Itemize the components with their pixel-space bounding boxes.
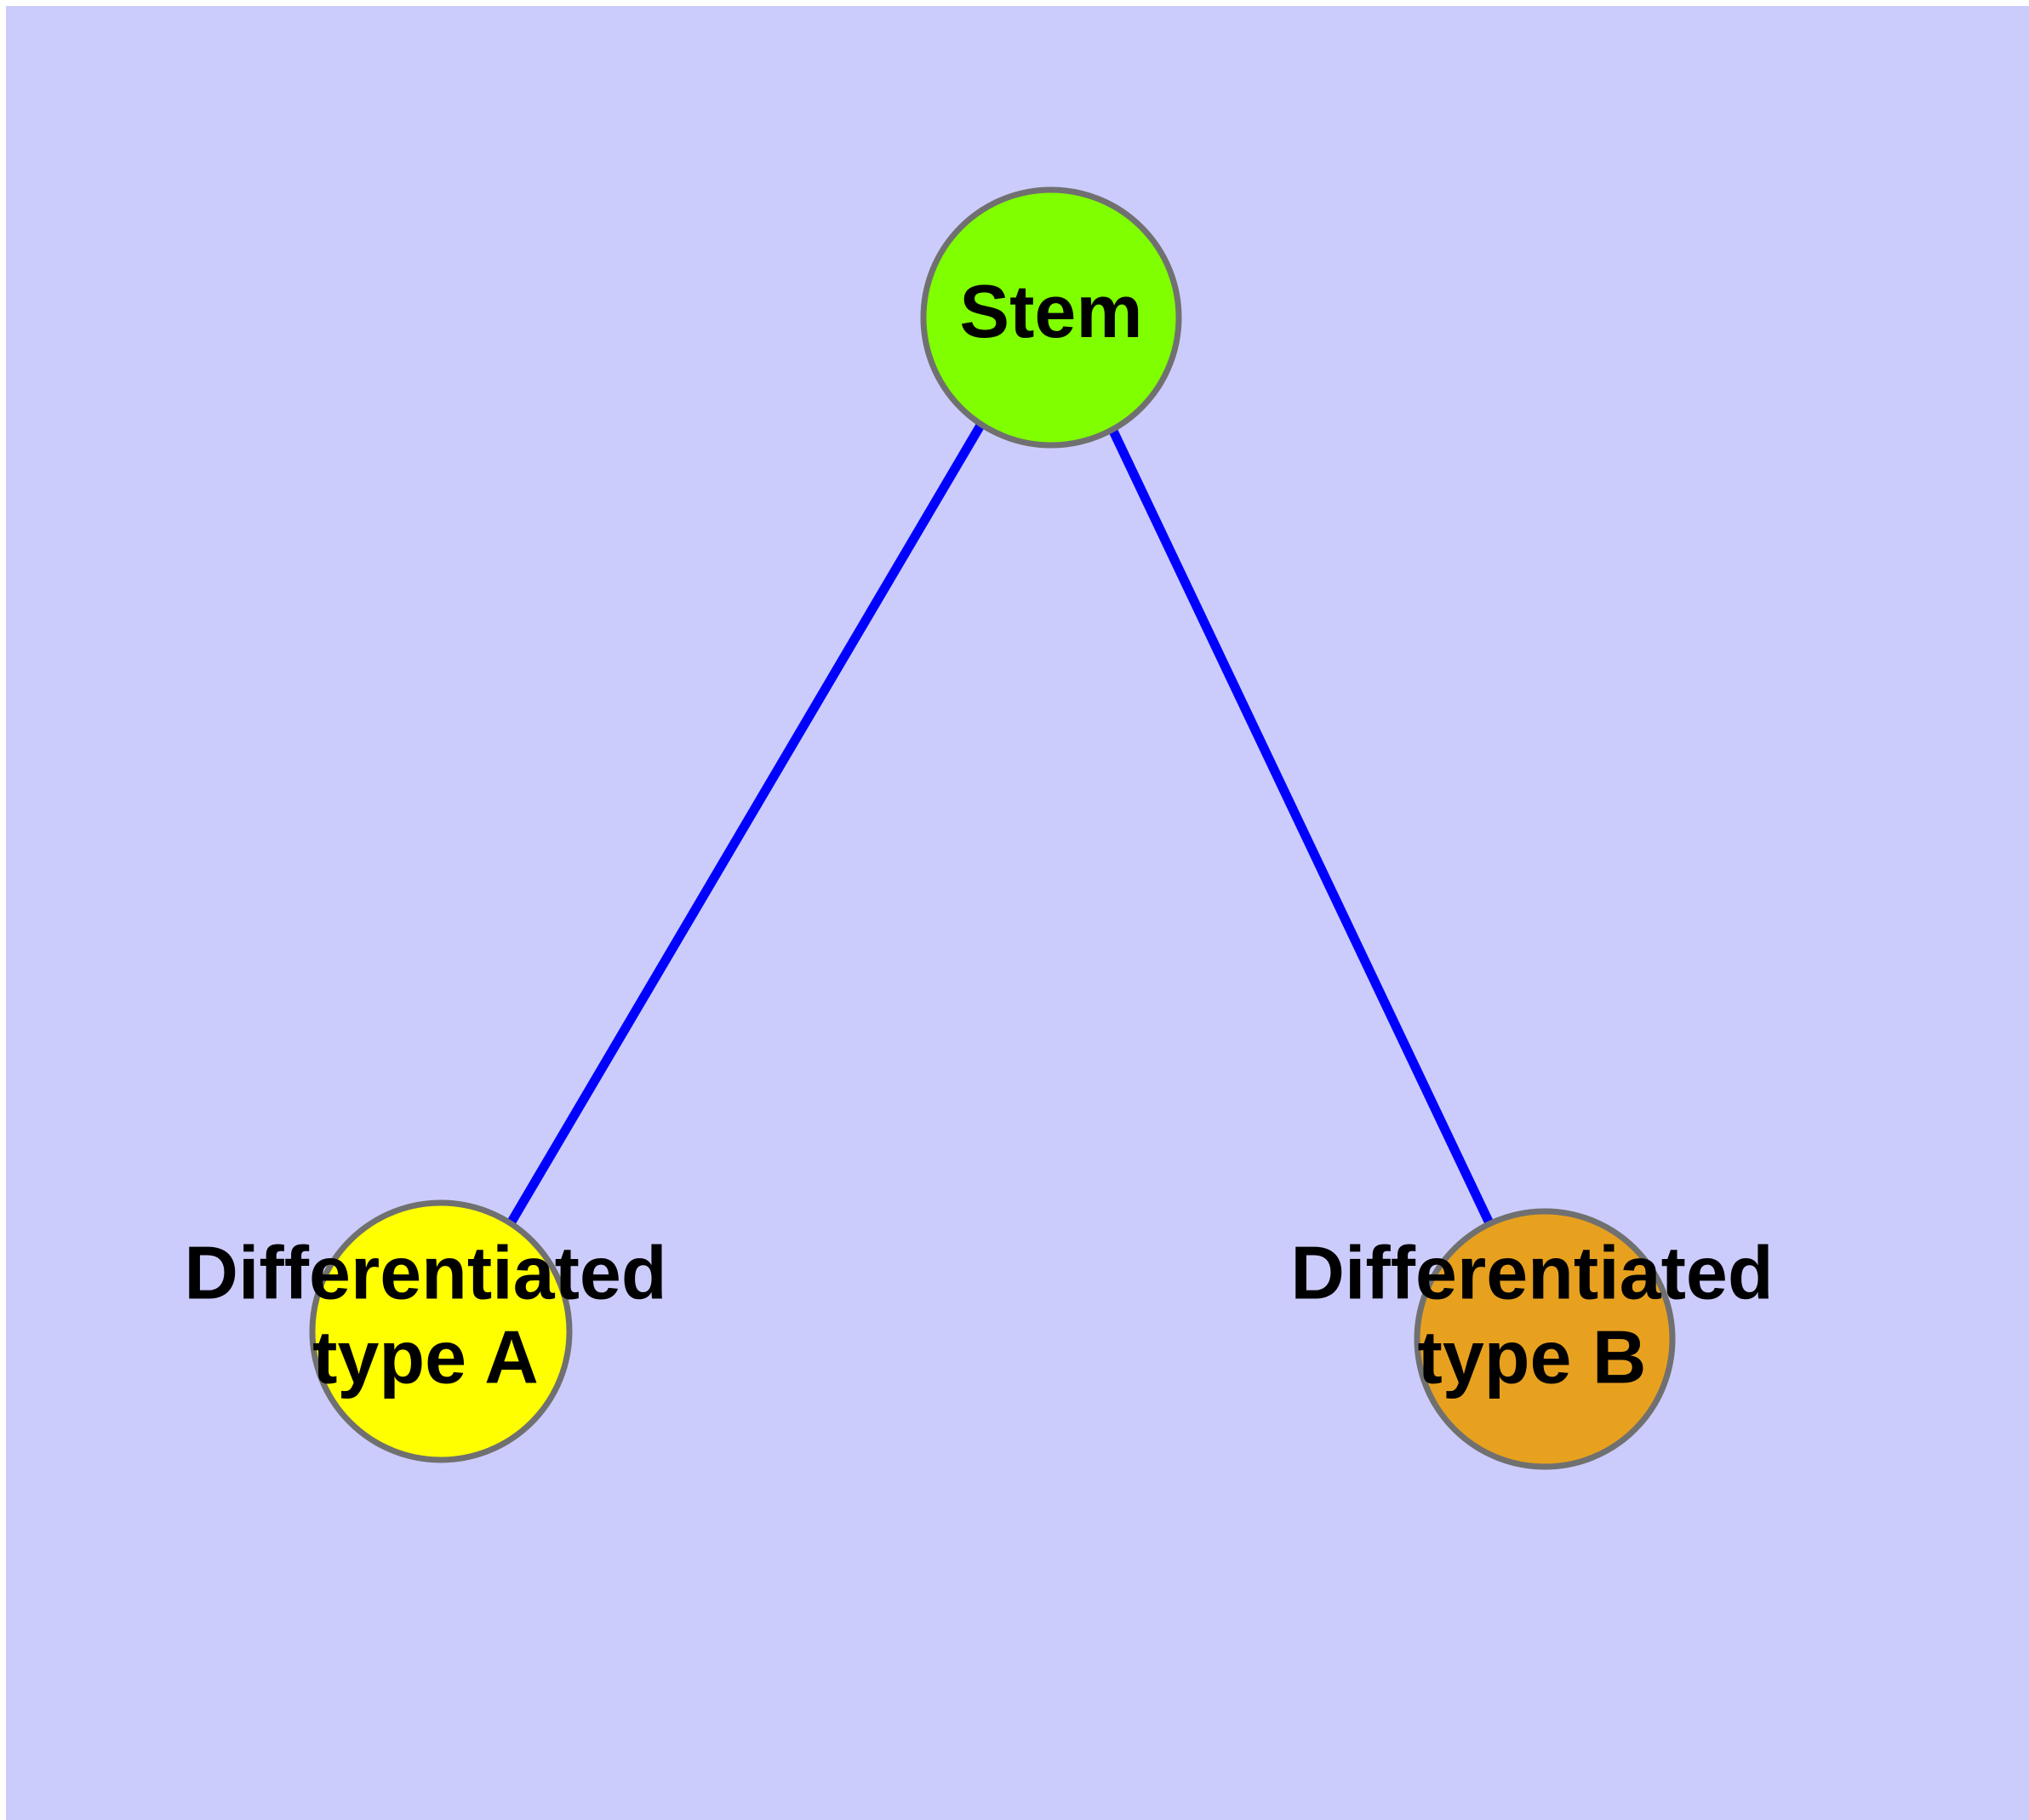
node-stem-circle[interactable] xyxy=(920,186,1182,449)
edges-group xyxy=(506,421,1495,1228)
node-stem[interactable]: Stem xyxy=(920,186,1182,449)
node-differentiated-type-a-circle[interactable] xyxy=(309,1199,573,1463)
node-stem-label: Stem xyxy=(959,269,1142,353)
edge-stem-to-differentiated-type-a[interactable] xyxy=(506,421,986,1226)
edge-stem-to-differentiated-type-b[interactable] xyxy=(1107,425,1495,1228)
node-differentiated-type-b-circle[interactable] xyxy=(1414,1208,1676,1470)
